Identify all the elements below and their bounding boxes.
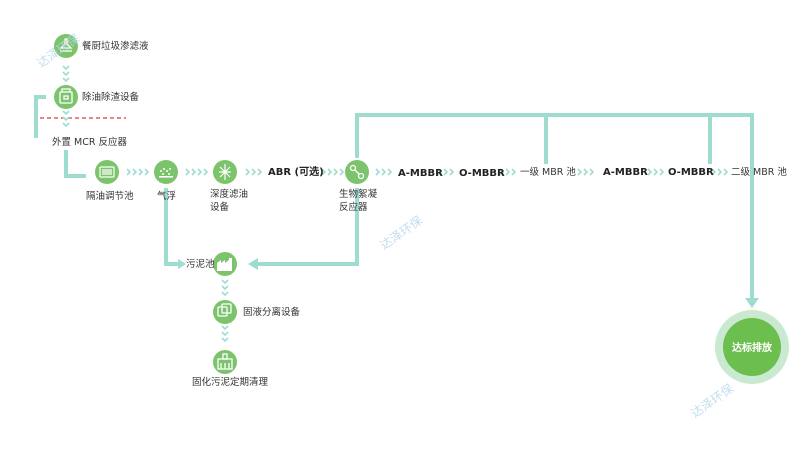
node-sludge-cleanup [213,350,237,374]
label-deep-oil-filter: 深度滤油设备 [210,189,249,213]
return-pipe [256,188,359,266]
node-sludge-tank [213,252,237,276]
node-bio-flocculation [345,160,369,184]
radiator-icon [99,166,115,178]
node-discharge: 达标排放 [715,310,789,384]
label-a-mbbr-1: A-MBBR [398,168,443,179]
label-kitchen-leachate: 餐厨垃圾渗滤液 [82,41,149,52]
brush-icon [217,353,233,370]
tank-icon [59,88,73,104]
mcr-to-tank-pipe [64,150,86,178]
factory-icon [217,258,232,271]
label-sludge-tank: 污泥池 [186,259,215,270]
flocculation-icon [349,164,365,180]
label-mbr-2: 二级 MBR 池 [731,167,787,178]
flotation-to-sludge-pipe [164,188,183,266]
label-oil-slag-removal: 除油除渣设备 [82,92,140,103]
node-deep-oil-filter [213,160,237,184]
node-solid-liquid-sep [213,300,237,324]
label-oil-separation-tank: 隔油调节池 [86,191,134,202]
label-external-mcr: 外置 MCR 反应器 [52,137,127,148]
funnel-icon [59,38,73,52]
pipe-network [34,95,754,300]
label-o-mbbr-2: O-MBBR [668,167,714,178]
copy-icon [217,303,232,317]
down-arrow-head [745,298,759,308]
node-air-flotation [154,160,178,184]
label-o-mbbr-1: O-MBBR [459,168,505,179]
top-recirc-pipe [355,113,754,300]
label-solid-liquid-sep: 固液分离设备 [243,307,301,318]
node-oil-slag-removal [54,85,78,109]
discharge-label: 达标排放 [732,341,773,354]
label-air-flotation: 气浮 [157,191,177,202]
left-arrow-head-sludge [248,258,258,270]
arrow-head-flotation-sludge [178,259,186,269]
node-oil-separation-tank [95,160,119,184]
mcr-loop-pipe [34,95,46,138]
filter-icon [219,164,231,180]
label-mbr-1: 一级 MBR 池 [520,167,576,178]
node-kitchen-leachate [54,34,78,58]
label-a-mbbr-2: A-MBBR [603,167,648,178]
label-abr: ABR (可选) [268,167,324,178]
label-sludge-cleanup: 固化污泥定期清理 [192,377,269,388]
bubbles-icon [159,168,173,178]
label-bio-flocculation: 生物絮凝反应器 [339,189,378,213]
